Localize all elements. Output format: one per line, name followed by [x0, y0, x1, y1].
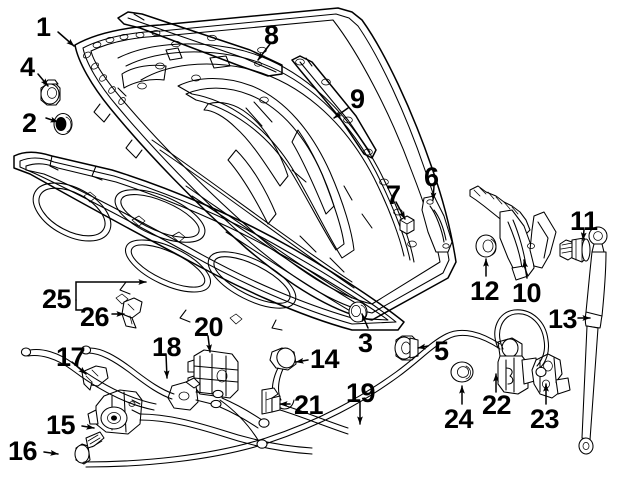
callout-label-12: 12: [470, 276, 500, 306]
part-18-cable-junction: [167, 377, 224, 411]
leader-4: [37, 73, 49, 87]
leader-5: [417, 343, 429, 350]
callout-label-20: 20: [194, 312, 224, 342]
leader-14: [295, 357, 309, 364]
callout-label-6: 6: [424, 162, 439, 192]
leader-10: [522, 259, 529, 279]
callout-label-13: 13: [548, 304, 578, 334]
callout-label-5: 5: [434, 336, 449, 366]
callout-label-14: 14: [310, 344, 340, 374]
callout-label-3: 3: [358, 328, 373, 358]
callout-label-11: 11: [570, 206, 598, 236]
part-21-cable-clip: [261, 387, 281, 415]
part-13-gas-strut: [578, 226, 608, 455]
hood-panel-assembly: [74, 7, 457, 321]
part-11-hinge-bolt: [559, 237, 591, 263]
hood-seal-front: [117, 11, 283, 77]
leader-1: [57, 31, 75, 47]
leader-20: [206, 335, 212, 353]
callout-label-24: 24: [444, 404, 474, 434]
callout-label-21: 21: [294, 390, 324, 420]
callout-label-16: 16: [8, 436, 38, 466]
part-14-cable-boot: [269, 347, 297, 410]
callout-label-1: 1: [36, 12, 51, 42]
leader-7: [395, 201, 406, 220]
part-5-rubber-bumper: [394, 335, 419, 361]
leader-18: [163, 353, 170, 379]
callout-label-2: 2: [22, 108, 37, 138]
callout-label-22: 22: [482, 390, 512, 420]
callout-label-17: 17: [56, 342, 86, 372]
leader-6: [430, 185, 437, 201]
part-15-handle-bracket: [87, 389, 143, 435]
callout-label-19: 19: [346, 378, 376, 408]
leader-9: [333, 107, 349, 119]
leader-2: [45, 116, 59, 123]
part-22-secondary-latch: [497, 337, 539, 395]
hood-seal-side: [291, 55, 377, 159]
callout-label-7: 7: [386, 180, 401, 210]
leader-16: [43, 450, 59, 456]
callout-label-8: 8: [264, 20, 279, 50]
callout-label-15: 15: [46, 410, 76, 440]
leader-15: [81, 423, 95, 430]
part-4-hood-stop-bumper: [40, 79, 61, 106]
part-10-hood-hinge: [469, 185, 557, 281]
part-12-hinge-bushing: [475, 234, 497, 258]
callout-label-18: 18: [152, 332, 182, 362]
callout-label-9: 9: [350, 84, 365, 114]
part-24-latch-grommet: [450, 361, 474, 383]
callout-label-26: 26: [80, 302, 110, 332]
part-7-retainer-nut: [399, 215, 415, 235]
part-16-bolt: [74, 431, 105, 465]
part-26-liner-clip: [121, 297, 143, 329]
leader-25: [75, 279, 147, 301]
part-6-hinge-reinforcement: [421, 195, 453, 253]
part-23-catch-bracket: [531, 353, 571, 399]
callout-leaders: [37, 31, 591, 456]
callout-label-25: 25: [42, 284, 72, 314]
leader-8: [257, 43, 271, 61]
leader-3: [361, 313, 369, 329]
leader-17: [71, 361, 87, 375]
callout-label-4: 4: [20, 52, 35, 82]
callout-label-10: 10: [512, 278, 542, 308]
hood-release-cables: [20, 309, 550, 468]
leader-11: [580, 229, 587, 241]
callout-label-23: 23: [530, 404, 560, 434]
part-2-grommet: [53, 112, 73, 136]
hood-liner-panel: [13, 151, 405, 331]
